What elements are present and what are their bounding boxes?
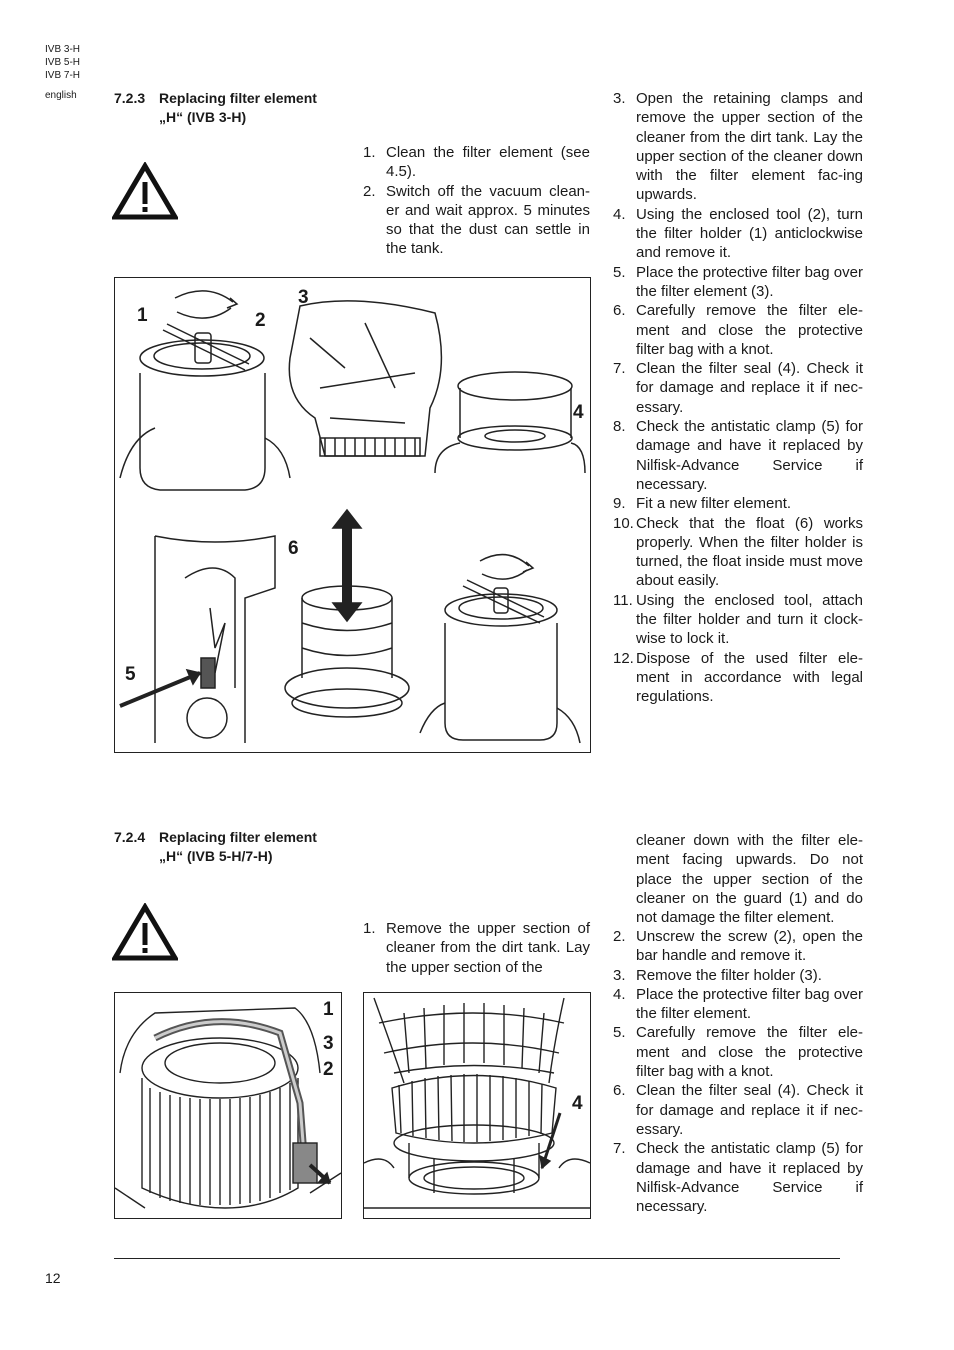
language-label: english <box>45 90 77 101</box>
list-item: 12.Dispose of the used filter ele-ment i… <box>613 649 863 706</box>
model-list: IVB 3-H IVB 5-H IVB 7-H <box>45 43 80 82</box>
right-steps-724: 2.Unscrew the screw (2), open the bar ha… <box>613 927 863 1216</box>
footer-rule <box>114 1258 840 1259</box>
model-ivb7: IVB 7-H <box>45 70 81 81</box>
figure-filter-seal: 4 <box>363 992 591 1219</box>
step1-continuation: cleaner down with the filter ele-ment fa… <box>636 832 863 927</box>
figure-bar-handle-removal: 1 3 2 <box>114 992 342 1219</box>
list-item: 2.Unscrew the screw (2), open the bar ha… <box>613 928 863 965</box>
section-number: 7.2.3 <box>114 90 146 106</box>
section-title-line1: Replacing filter element <box>159 90 317 106</box>
list-item: 1.Remove the upper section of cleaner fr… <box>363 920 590 976</box>
model-ivb5: IVB 5-H <box>45 57 81 68</box>
callout-1: 1 <box>137 305 148 326</box>
filter-illustration <box>119 290 586 744</box>
right-steps-723: 3.Open the retaining clamps and remove t… <box>613 89 863 707</box>
list-item: 10.Check that the float (6) works proper… <box>613 514 863 590</box>
filter-seal-illustration <box>364 997 590 1209</box>
warning-triangle-icon <box>112 903 178 961</box>
list-item: 1.Clean the filter element (see 4.5). <box>363 144 590 181</box>
section-title-line1: Replacing filter element <box>159 829 317 845</box>
callout-2: 2 <box>323 1059 334 1080</box>
callout-1: 1 <box>323 999 334 1020</box>
list-item: 5.Place the protective filter bag over t… <box>613 263 863 300</box>
callout-3: 3 <box>298 287 309 308</box>
callout-4: 4 <box>573 402 584 423</box>
warning-triangle-icon <box>112 162 178 220</box>
model-ivb3: IVB 3-H <box>45 44 81 55</box>
callout-2: 2 <box>255 310 266 331</box>
list-item: 6.Clean the filter seal (4). Check it fo… <box>613 1082 863 1138</box>
page-number: 12 <box>45 1270 61 1286</box>
list-item: 5.Carefully remove the filter ele-ment a… <box>613 1024 863 1081</box>
list-item: 4.Place the protective filter bag over t… <box>613 985 863 1023</box>
section-number: 7.2.4 <box>114 829 146 845</box>
handle-illustration <box>115 1007 341 1209</box>
section-heading-724: 7.2.4 Replacing filter element „H“ (IVB 5… <box>114 828 374 866</box>
callout-6: 6 <box>288 538 299 559</box>
section-title-line2: „H“ (IVB 5-H/7-H) <box>159 848 273 864</box>
section-title-line2: „H“ (IVB 3-H) <box>159 109 247 125</box>
list-item: 3.Remove the filter holder (3). <box>613 966 822 984</box>
list-item: 4.Using the enclosed tool (2), turn the … <box>613 205 863 262</box>
intro-steps-724: 1.Remove the upper section of cleaner fr… <box>363 919 590 977</box>
list-item: 7.Check the antistatic clamp (5) for dam… <box>613 1140 863 1216</box>
list-item: 9.Fit a new filter element. <box>613 495 792 513</box>
figure-filter-replacement-ivb3: 1 2 3 4 5 6 <box>114 277 591 753</box>
section-heading-723: 7.2.3 Replacing filter element „H“ (IVB 3… <box>114 89 374 127</box>
list-item: 6.Carefully remove the filter ele-ment a… <box>613 302 863 358</box>
list-item: 7.Clean the filter seal (4). Check it fo… <box>613 360 863 416</box>
list-item: 11.Using the enclosed tool, attach the f… <box>613 591 863 648</box>
callout-5: 5 <box>125 664 136 685</box>
intro-steps-723: 1.Clean the filter element (see 4.5). 2.… <box>363 143 590 259</box>
list-item: 8.Check the antistatic clamp (5) for dam… <box>613 418 863 493</box>
callout-4: 4 <box>572 1093 583 1114</box>
list-item: 3.Open the retaining clamps and remove t… <box>613 90 863 204</box>
callout-3: 3 <box>323 1033 334 1054</box>
list-item: 2.Switch off the vacuum clean-er and wai… <box>363 182 590 258</box>
